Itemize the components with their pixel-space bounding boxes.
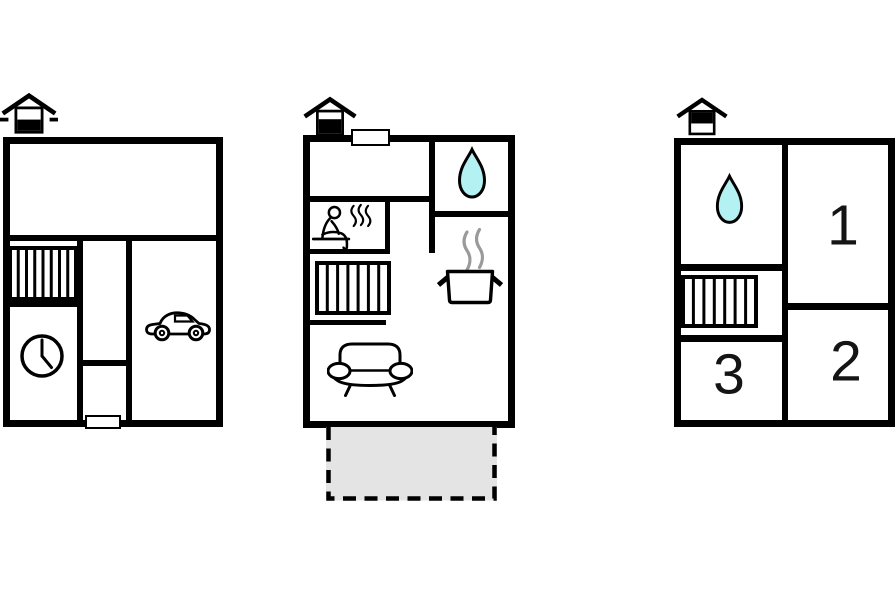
room-1-label: 1 [827,193,859,258]
interior-wall [303,196,435,202]
water-drop-icon [454,146,490,202]
house-level-ground-icon [302,95,358,138]
house-level-basement-icon [0,91,58,136]
staircase-icon [8,246,78,301]
interior-wall [782,141,788,424]
interior-wall [303,320,386,325]
house-level-first-icon [675,95,729,138]
interior-wall [429,140,435,253]
interior-wall [677,264,788,271]
cooking-pot-icon [437,267,503,307]
interior-wall [83,360,126,366]
sauna-icon [308,202,382,252]
staircase-icon [315,261,391,315]
interior-wall [77,238,83,427]
interior-wall [385,196,390,254]
interior-wall [429,211,515,217]
interior-wall [303,249,390,254]
staircase-icon [681,275,758,328]
car-icon [144,302,212,342]
door-opening [85,415,121,429]
interior-wall [677,335,788,342]
interior-wall [786,303,889,310]
terrace [326,427,497,503]
clock-icon [19,333,65,379]
interior-wall [3,301,83,307]
interior-wall [126,238,132,427]
room-2-label: 2 [830,329,862,394]
steam-icon [459,227,487,273]
water-drop-icon [712,172,747,228]
interior-wall [3,235,223,241]
sofa-icon [327,342,413,398]
room-3-label: 3 [713,342,745,407]
basement-outline [3,137,223,427]
door-opening [351,129,390,146]
